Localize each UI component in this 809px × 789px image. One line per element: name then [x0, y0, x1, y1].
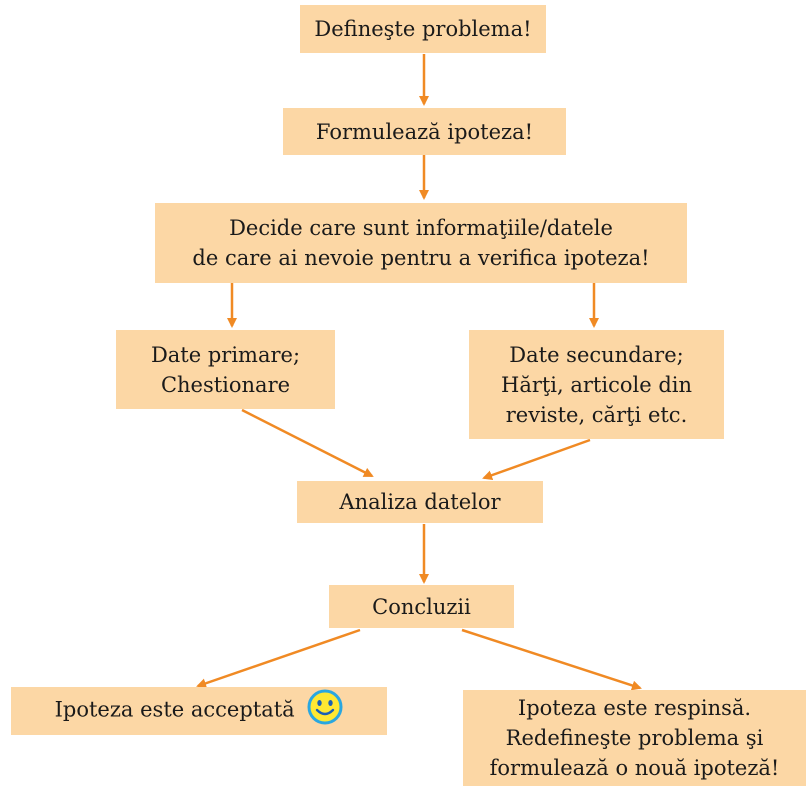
- node-secondary-data-line-3: reviste, cărţi etc.: [505, 402, 688, 427]
- node-hypothesis: Formulează ipoteza!: [283, 108, 566, 155]
- node-conclusions: Concluzii: [329, 585, 514, 628]
- node-rejected-line-1: Ipoteza este respinsă.: [517, 696, 752, 720]
- node-secondary-data-line-1: Date secundare;: [509, 342, 684, 367]
- node-decide-data-line-2: de care ai nevoie pentru a verifica ipot…: [192, 246, 650, 270]
- arrow-conclusions-to-accepted: [196, 628, 361, 689]
- arrow-conclusions-to-rejected: [461, 628, 642, 691]
- node-secondary-data: Date secundare; Hărţi, articole din revi…: [469, 330, 724, 439]
- node-primary-data-line-1: Date primare;: [150, 342, 301, 367]
- node-accepted-label: Ipoteza este acceptată: [54, 697, 295, 722]
- arrow-secondary-to-analysis: [482, 438, 591, 481]
- node-conclusions-label: Concluzii: [372, 594, 471, 619]
- node-define-problem-label: Defineşte problema!: [314, 17, 532, 41]
- node-decide-data: Decide care sunt informaţiile/datele de …: [155, 203, 687, 283]
- node-rejected: Ipoteza este respinsă. Redefineşte probl…: [463, 690, 806, 786]
- node-primary-data-line-2: Chestionare: [160, 372, 291, 397]
- node-secondary-data-line-2: Hărţi, articole din: [501, 372, 692, 397]
- node-accepted: Ipoteza este acceptată: [11, 687, 387, 735]
- node-analysis: Analiza datelor: [297, 481, 543, 523]
- node-hypothesis-label: Formulează ipoteza!: [315, 119, 534, 144]
- smiley-icon: [307, 689, 343, 733]
- node-define-problem: Defineşte problema!: [300, 5, 546, 53]
- node-analysis-label: Analiza datelor: [339, 490, 501, 514]
- arrow-primary-to-analysis: [241, 408, 374, 478]
- node-primary-data: Date primare; Chestionare: [116, 330, 335, 409]
- node-rejected-line-2: Redefineşte problema şi: [505, 726, 764, 750]
- node-decide-data-line-1: Decide care sunt informaţiile/datele: [229, 216, 613, 240]
- node-rejected-line-3: formulează o nouă ipoteză!: [489, 756, 780, 780]
